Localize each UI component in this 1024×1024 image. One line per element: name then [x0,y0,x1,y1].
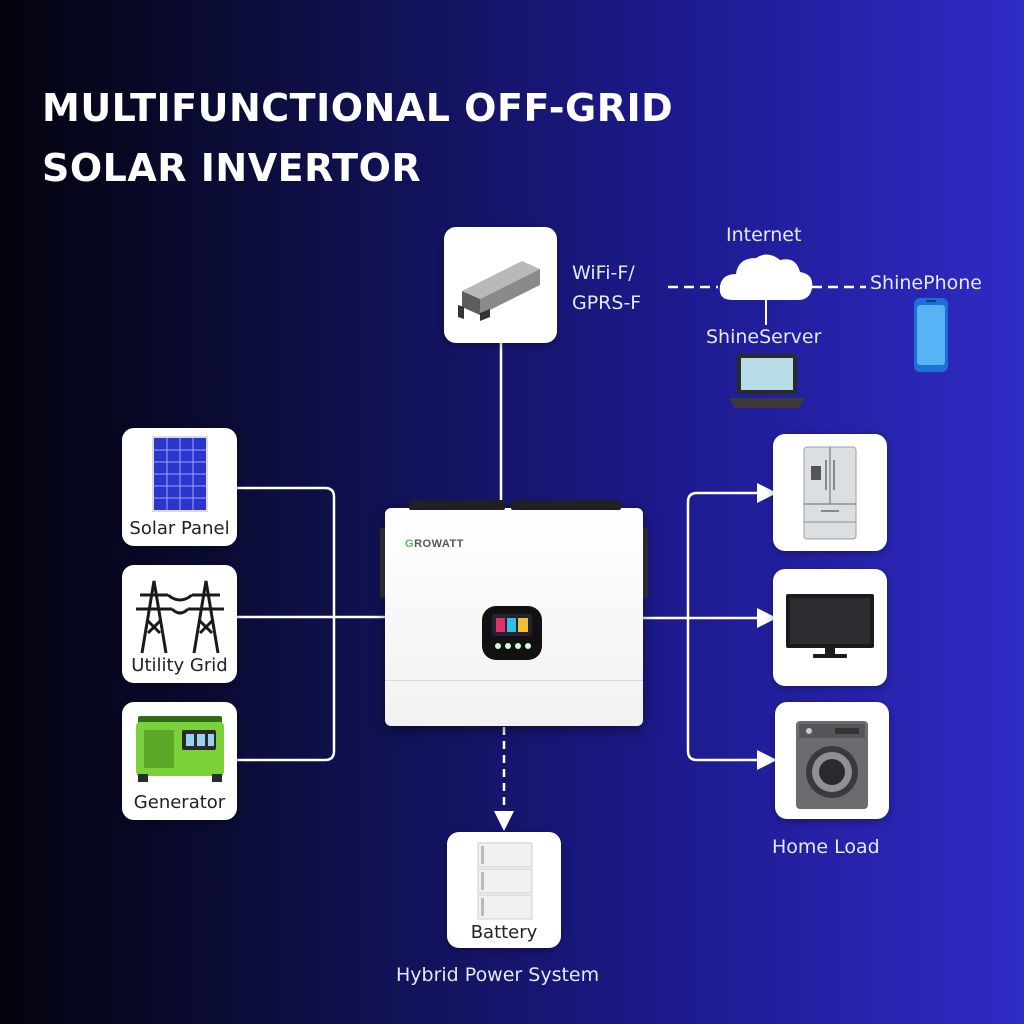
inverter-panel-seam [385,680,643,681]
generator-card: Generator [122,702,237,820]
inverter-handle-left [380,528,385,598]
washing-machine-icon [796,721,868,809]
inputs-bus-line [237,486,336,762]
inverter-handle-right [643,528,648,598]
solar-panel-icon [152,436,208,512]
solar-panel-label: Solar Panel [129,518,230,539]
title-line-1: MULTIFUNCTIONAL OFF-GRID [42,86,674,130]
battery-card: Battery [447,832,561,948]
washing-machine-card [775,702,889,819]
refrigerator-icon [803,446,857,540]
inverter-display [482,606,542,660]
home-load-label: Home Load [772,836,880,858]
utility-grid-card: Utility Grid [122,565,237,683]
communication-module-card [444,227,557,343]
hybrid-power-system-label: Hybrid Power System [396,964,600,986]
television-card [773,569,887,686]
battery-label: Battery [470,922,538,943]
title-line-2: SOLAR INVERTOR [42,146,422,190]
power-tower-icon [136,580,224,654]
shinephone-label: ShinePhone [870,272,982,294]
inverter-brand-logo: GROWATT [405,538,464,550]
cloud-icon [719,254,813,300]
generator-label: Generator [133,792,226,813]
refrigerator-card [773,434,887,551]
utility-grid-label: Utility Grid [131,655,228,676]
laptop-icon [729,354,805,408]
inverter-bracket-right [511,500,621,510]
generator-icon [136,716,224,782]
solar-panel-card: Solar Panel [122,428,237,546]
loads-bus-line [686,491,772,762]
smartphone-icon [914,298,948,372]
internet-label: Internet [726,224,802,246]
module-label: WiFi-F/ GPRS-F [572,262,642,314]
diagram-title: MULTIFUNCTIONAL OFF-GRID SOLAR INVERTOR [42,78,673,198]
inverter-bracket-left [409,500,505,510]
inverter-unit: GROWATT [380,500,648,726]
television-icon [786,594,874,658]
shineserver-label: ShineServer [706,326,822,348]
datalogger-icon [458,261,540,321]
battery-stack-icon [477,842,533,920]
display-icon [492,614,532,649]
